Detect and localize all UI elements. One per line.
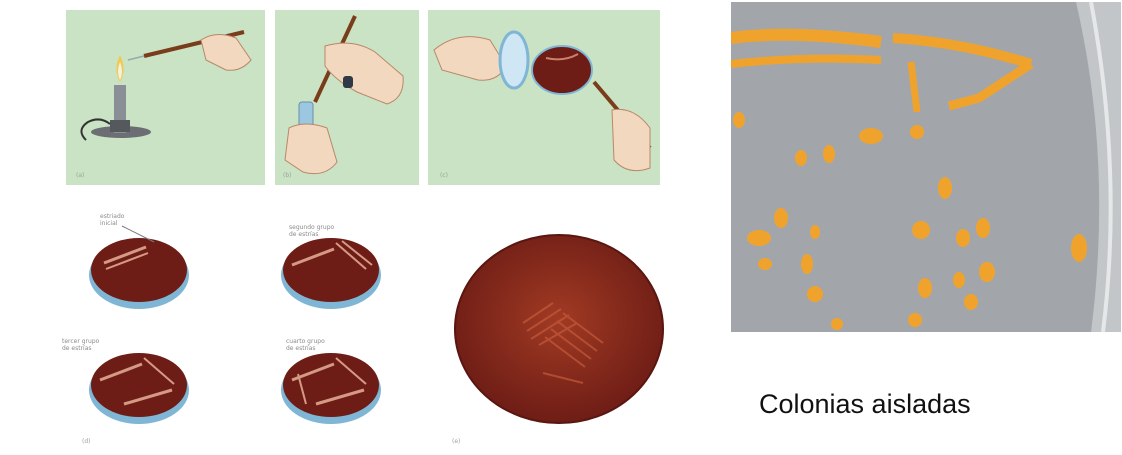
panel-a-caption: (a) bbox=[76, 172, 84, 179]
tube-inoculation-illustration bbox=[275, 10, 419, 185]
colonies-photo bbox=[731, 2, 1121, 332]
plate-third-group bbox=[84, 340, 194, 430]
step-panel-tube: (b) bbox=[275, 10, 419, 185]
large-streaked-plate bbox=[453, 233, 665, 425]
panel-b-caption: (b) bbox=[283, 172, 292, 179]
step-panel-flame-loop: (a) bbox=[66, 10, 265, 185]
label-second-group: segundo grupode estrías bbox=[289, 224, 334, 238]
plates-d-caption: (d) bbox=[82, 438, 91, 445]
panel-c-caption: (c) bbox=[440, 172, 448, 179]
plate-streak-illustration bbox=[428, 10, 660, 185]
plate-e-caption: (e) bbox=[452, 438, 460, 445]
flame-loop-illustration bbox=[66, 10, 265, 185]
label-fourth-group: cuarto grupode estrías bbox=[286, 338, 325, 352]
leader-line-first bbox=[120, 222, 160, 246]
step-panel-streak: (c) bbox=[428, 10, 660, 185]
label-third-group: tercer grupode estrías bbox=[62, 338, 99, 352]
photo-caption: Colonias aisladas bbox=[759, 389, 971, 420]
plate-fourth-group bbox=[276, 340, 386, 430]
plate-second-group bbox=[276, 225, 386, 315]
